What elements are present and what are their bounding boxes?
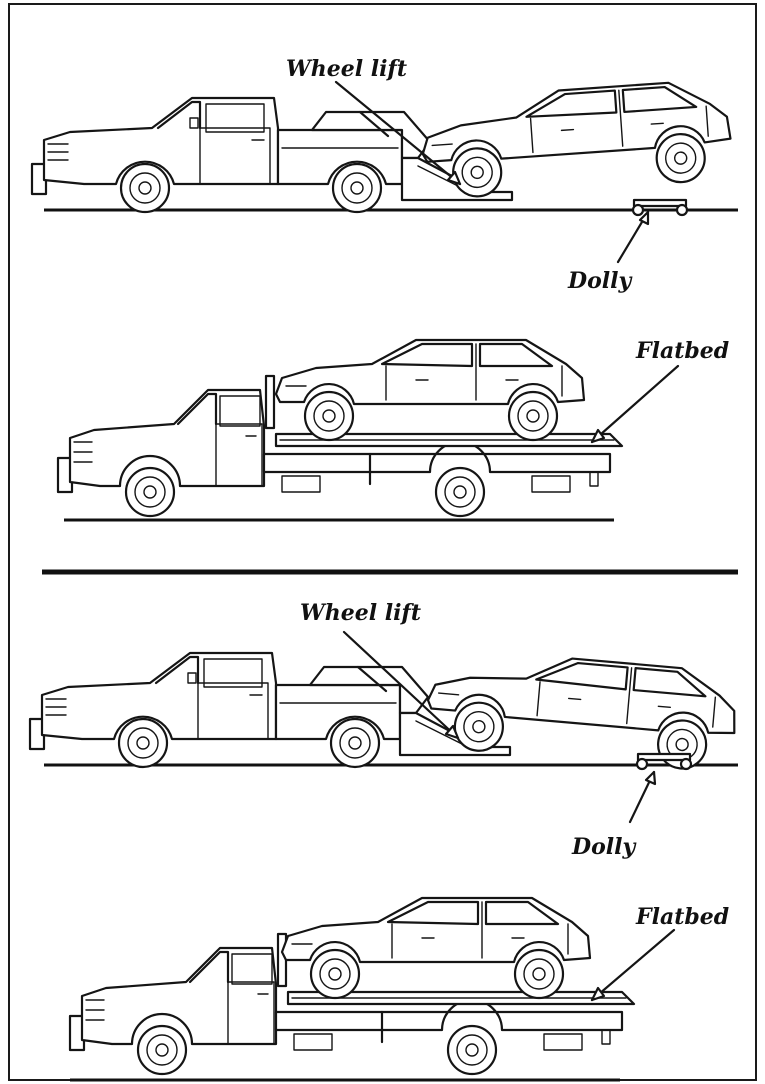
dolly-label: Dolly xyxy=(568,268,632,294)
car-on-flatbed xyxy=(282,898,590,998)
flatbed-pointer xyxy=(590,364,680,444)
panel-flatbed-2 xyxy=(70,898,676,1082)
wheel-lift-label: Wheel lift xyxy=(300,600,422,626)
flatbed-label: Flatbed xyxy=(636,904,730,930)
flatbed-pointer xyxy=(590,928,676,1002)
wheel-lift-pointer xyxy=(342,630,460,740)
panel-flatbed-1 xyxy=(58,340,680,522)
dolly xyxy=(631,198,689,217)
panel-wheel-lift-1 xyxy=(32,79,738,264)
panel-wheel-lift-2 xyxy=(30,630,740,824)
wheel-lift-label: Wheel lift xyxy=(286,56,408,82)
flatbed-label: Flatbed xyxy=(636,338,730,364)
towed-car xyxy=(419,79,733,200)
wheel-lift-pointer xyxy=(334,80,462,186)
car-on-flatbed xyxy=(276,340,584,440)
dolly-label: Dolly xyxy=(572,834,636,860)
